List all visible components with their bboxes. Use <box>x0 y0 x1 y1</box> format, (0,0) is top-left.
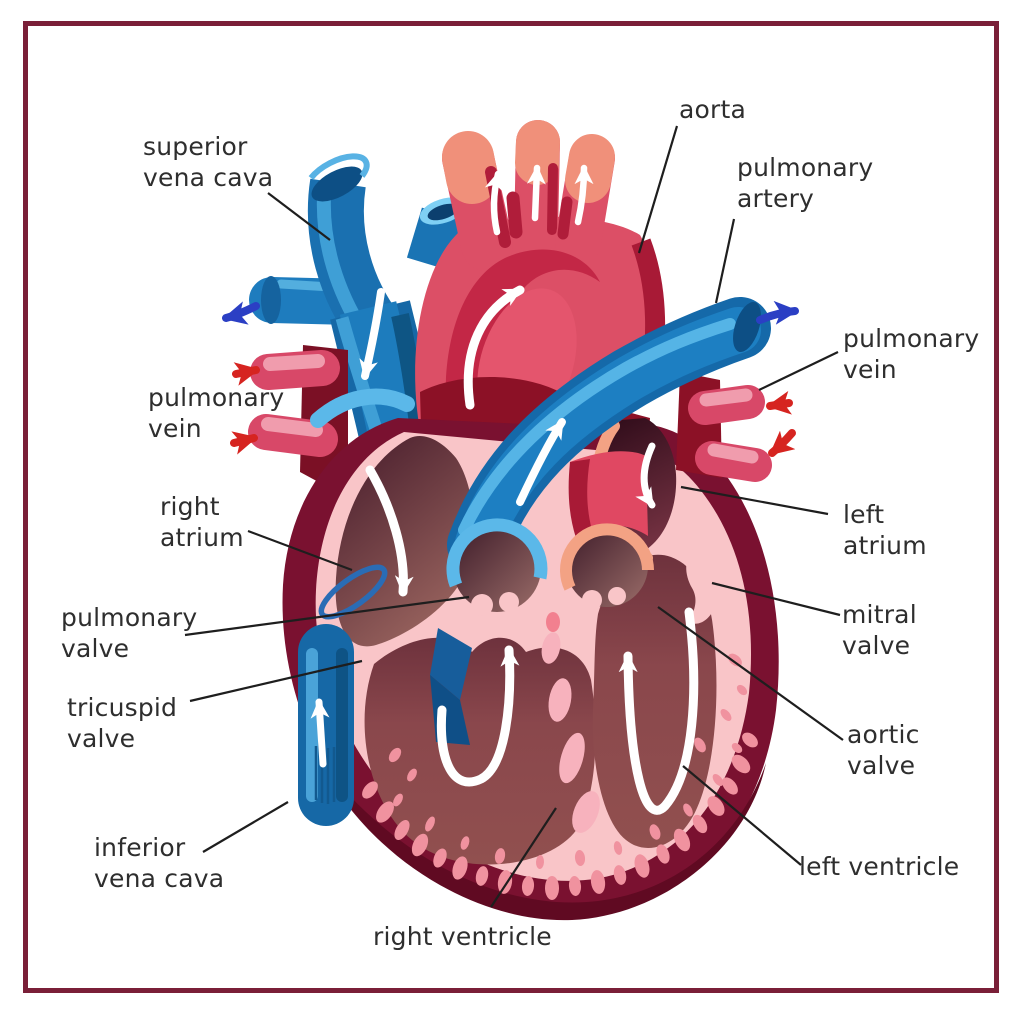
leader-pulmonary-vein-right <box>758 351 839 391</box>
leader-inferior-vena-cava <box>202 801 289 853</box>
blood-in-left-lower-arrow <box>230 431 258 455</box>
right-ventricle-chamber <box>364 637 596 865</box>
mitral-valve-flap <box>686 548 719 624</box>
flow-arrow-aorta-branch-2 <box>526 164 546 222</box>
blood-in-right-upper-arrow <box>766 390 793 415</box>
label-line: valve <box>67 724 136 753</box>
label-line: aortic <box>847 720 920 749</box>
label-pulmonary-artery: pulmonary artery <box>737 152 873 214</box>
label-pulmonary-vein-right: pulmonary vein <box>843 323 979 385</box>
label-mitral-valve: mitral valve <box>842 599 917 661</box>
label-left-ventricle: left ventricle <box>799 851 959 882</box>
flow-arrow-left-atrium <box>635 442 656 509</box>
label-left-atrium: left atrium <box>843 499 927 561</box>
flow-arrow-ivc <box>310 698 330 768</box>
pulmonary-artery-vessel <box>447 297 771 576</box>
leader-right-ventricle <box>490 807 557 908</box>
inferior-vena-cava-vessel <box>298 624 354 826</box>
flow-arrow-svc <box>359 288 385 380</box>
frame-border <box>23 21 999 993</box>
flow-arrow-aortic-arch <box>463 285 525 410</box>
aortic-valve-opening <box>560 523 654 610</box>
label-line: right <box>160 492 220 521</box>
label-line: left <box>843 500 885 529</box>
label-line: vein <box>148 414 202 443</box>
label-aorta: aorta <box>679 94 746 125</box>
label-right-ventricle: right ventricle <box>373 921 552 952</box>
leader-aortic-valve <box>657 606 844 741</box>
label-line: pulmonary <box>148 383 285 412</box>
label-line: aorta <box>679 95 747 124</box>
label-tricuspid-valve: tricuspid valve <box>67 692 177 754</box>
fossa-ovalis-ring <box>318 564 388 620</box>
flow-arrow-left-ventricle <box>618 607 699 815</box>
septum-texture <box>541 612 600 833</box>
leader-left-ventricle <box>682 765 802 866</box>
leader-lines <box>184 125 844 908</box>
blood-in-right-lower-arrow <box>768 429 796 457</box>
leader-superior-vena-cava <box>267 192 331 241</box>
aortic-root <box>568 451 648 538</box>
pulmonary-valve-opening <box>446 518 548 616</box>
label-pulmonary-vein-left: pulmonary vein <box>148 382 284 444</box>
label-pulmonary-valve: pulmonary valve <box>61 602 197 664</box>
flow-arrow-aorta-branch-3 <box>574 164 594 226</box>
label-line: mitral <box>842 600 917 629</box>
blood-out-right-arrow <box>756 300 799 325</box>
label-line: tricuspid <box>67 693 178 722</box>
leader-tricuspid-valve <box>189 659 363 703</box>
flow-arrow-aorta-branch-1 <box>484 170 504 236</box>
label-line: pulmonary <box>737 153 874 182</box>
label-line: vena cava <box>94 864 225 893</box>
label-aortic-valve: aortic valve <box>847 719 920 781</box>
label-line: inferior <box>94 833 186 862</box>
leader-right-atrium <box>247 529 353 572</box>
flow-arrow-pulmonary-artery <box>516 418 566 506</box>
label-superior-vena-cava: superior vena cava <box>143 131 273 193</box>
label-line: superior <box>143 132 248 161</box>
label-line: atrium <box>160 523 244 552</box>
label-right-atrium: right atrium <box>160 491 244 553</box>
blood-flow-arrows <box>310 164 699 815</box>
label-line: vena cava <box>143 163 274 192</box>
label-line: pulmonary <box>61 603 198 632</box>
blood-out-left-arrow <box>222 301 260 325</box>
label-line: pulmonary <box>843 324 980 353</box>
flow-arrow-right-atrium <box>365 465 414 597</box>
label-line: vein <box>843 355 897 384</box>
leader-left-atrium <box>680 485 829 516</box>
leader-mitral-valve <box>711 581 841 617</box>
leader-aorta <box>637 125 679 254</box>
leader-pulmonary-artery <box>714 218 736 304</box>
label-line: atrium <box>843 531 927 560</box>
label-line: left ventricle <box>799 852 960 881</box>
heart-texture-spots <box>362 653 758 900</box>
label-line: valve <box>61 634 130 663</box>
label-line: right ventricle <box>373 922 552 951</box>
label-line: artery <box>737 184 815 213</box>
blood-in-left-upper-arrow <box>232 362 260 386</box>
pulmonary-vein-right-vessel <box>676 372 772 482</box>
label-line: valve <box>842 631 911 660</box>
flow-arrow-right-ventricle <box>436 645 520 787</box>
label-line: valve <box>847 751 916 780</box>
label-inferior-vena-cava: inferior vena cava <box>94 832 224 894</box>
leader-pulmonary-valve <box>184 595 470 637</box>
